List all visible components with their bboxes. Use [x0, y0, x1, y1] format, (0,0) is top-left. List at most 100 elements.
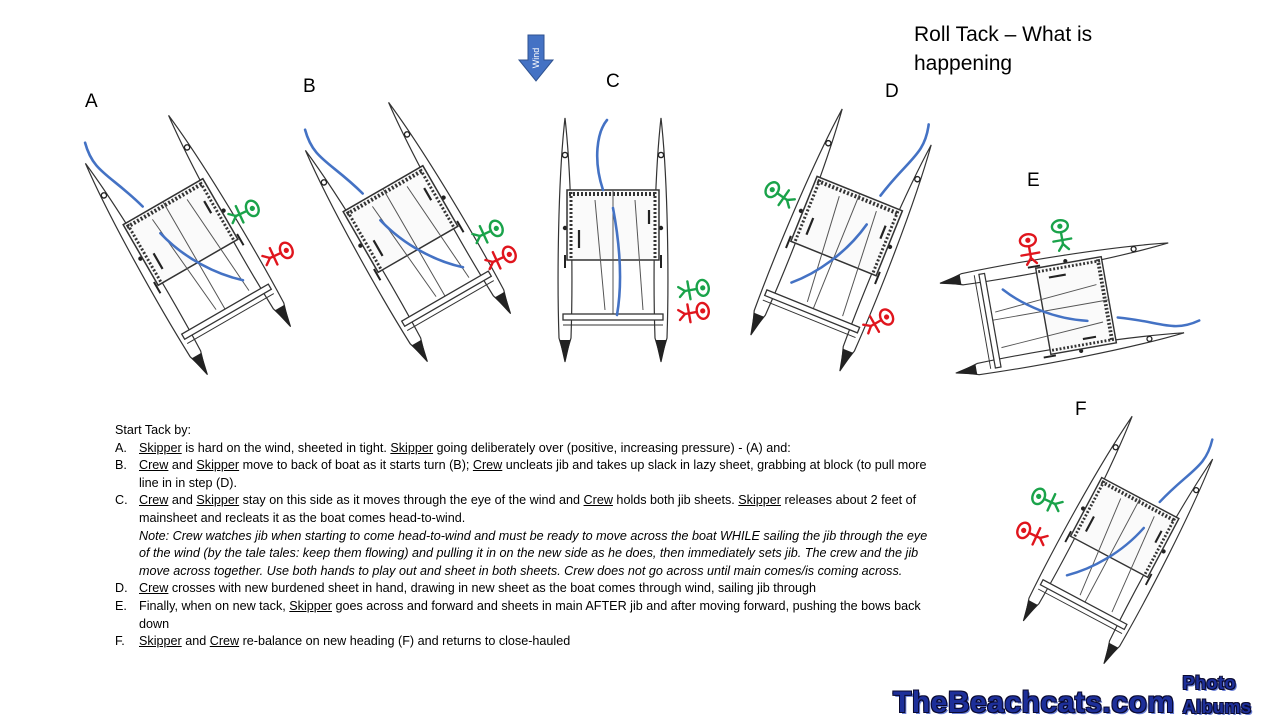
sail	[595, 118, 622, 317]
bow-fitting	[1193, 486, 1200, 494]
instruction-text: Finally, when on new tack,	[139, 598, 290, 613]
role-name: Crew	[139, 581, 169, 596]
rudder	[191, 352, 208, 375]
sheet-line	[995, 284, 1097, 313]
bow-fitting	[183, 144, 191, 151]
crew-figure	[677, 278, 710, 301]
figure-head	[1016, 521, 1032, 540]
step-label-c: C	[606, 71, 620, 92]
tramp-mark	[1084, 515, 1095, 533]
figure-leg	[1029, 256, 1039, 265]
lacing	[346, 210, 382, 270]
figure-eye	[1036, 493, 1042, 499]
figure-eye	[1021, 527, 1027, 533]
role-name: Crew	[209, 634, 240, 649]
crew-figure	[764, 181, 796, 209]
rear-beam	[562, 313, 664, 321]
figure-body	[1042, 497, 1057, 506]
figure-eye	[1057, 223, 1063, 229]
bow-fitting	[1112, 444, 1119, 451]
figure-head	[501, 245, 517, 264]
instruction-item: B.Crew and Skipper move to back of boat …	[115, 457, 935, 492]
instruction-text: move to back of boat as it starts turn (…	[239, 458, 473, 473]
bow-fitting	[403, 131, 411, 138]
instruction-text: and	[168, 493, 197, 508]
bow-fitting	[561, 151, 569, 159]
crew-figure	[1016, 521, 1049, 547]
bow-fitting	[100, 192, 108, 199]
figure-arms	[686, 280, 692, 301]
figure-body	[234, 209, 249, 218]
figure-arms	[1046, 492, 1057, 512]
hull-mark	[236, 233, 245, 246]
instruction-marker: E.	[115, 598, 127, 613]
instruction-text: holds both jib sheets.	[612, 493, 739, 508]
rudder	[655, 339, 667, 363]
figure-leg	[231, 214, 238, 225]
step-label-f: F	[1075, 399, 1087, 420]
sheet-line	[186, 199, 250, 291]
step-label-d: D	[885, 81, 899, 102]
figure-eye	[283, 247, 289, 253]
figure-leg	[488, 260, 495, 271]
figure-head	[488, 219, 504, 238]
sheet-line	[1079, 498, 1122, 596]
figure-body	[491, 255, 506, 264]
tramp-mark	[203, 200, 213, 214]
rudder	[955, 364, 978, 375]
figure-eye	[883, 314, 890, 320]
hull-mark	[456, 220, 465, 233]
figure-eye	[700, 308, 706, 314]
hull-mark	[1064, 530, 1072, 543]
instruction-item: A.Skipper is hard on the wind, sheeted i…	[115, 440, 935, 458]
traveler	[186, 293, 275, 345]
hull-mark	[874, 271, 881, 285]
crew-figure	[261, 241, 294, 267]
catamaran-f	[1022, 415, 1214, 665]
step-label-a: A	[85, 91, 98, 112]
tramp-mark	[372, 239, 384, 257]
rudder	[839, 348, 854, 372]
figure-arms	[1020, 251, 1041, 257]
bow-fitting	[657, 151, 665, 159]
figure-leg	[678, 289, 687, 299]
sail	[303, 128, 465, 269]
figure-leg	[1053, 502, 1060, 513]
rudder	[939, 274, 962, 285]
instruction-text: going deliberately over (positive, incre…	[433, 440, 791, 455]
sheet-line	[594, 199, 606, 311]
role-name: Crew	[472, 458, 503, 473]
figure-head	[1050, 219, 1070, 234]
mainsheet-line	[1081, 497, 1141, 608]
lacing	[419, 168, 455, 228]
crew-figure	[1031, 487, 1064, 513]
hull-mark	[1043, 354, 1057, 359]
figure-leg	[1053, 500, 1064, 506]
figure-leg	[484, 258, 495, 264]
instruction-note: Note: Crew watches jib when starting to …	[139, 528, 928, 578]
figure-eye	[506, 251, 512, 257]
figure-body	[775, 191, 789, 202]
figure-leg	[475, 234, 482, 245]
rear-beam	[978, 272, 1002, 369]
hull-mark	[1144, 573, 1153, 586]
catamaran-e	[939, 242, 1201, 376]
crew-figure	[227, 199, 260, 225]
instruction-text: releases about 2 feet of mainsheet and r…	[139, 493, 917, 525]
rudder	[750, 312, 765, 336]
lacing	[199, 181, 235, 241]
catamaran-a	[83, 114, 292, 375]
figure-leg	[261, 254, 272, 260]
hull-fitting	[658, 225, 664, 231]
role-name: Crew	[139, 493, 169, 508]
figure-leg	[862, 323, 873, 328]
watermark-main: TheBeachcats.com	[893, 686, 1175, 719]
figure-arms	[491, 250, 502, 270]
figure-arms	[777, 189, 791, 207]
traveler	[973, 275, 992, 369]
crew-figure	[677, 301, 710, 324]
hull-mark	[1027, 264, 1041, 269]
role-name: Crew	[139, 458, 169, 473]
instruction-text: re-balance on new heading (F) and return…	[239, 634, 571, 649]
instruction-marker: B.	[115, 458, 127, 473]
